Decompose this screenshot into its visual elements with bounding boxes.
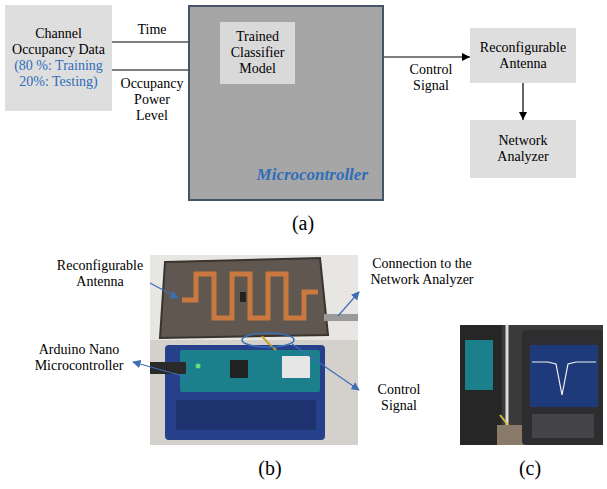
- label-holder: (c): [505, 457, 555, 480]
- node-text: Channel Occupancy Data: [10, 26, 107, 58]
- label-holder: (b): [245, 457, 295, 480]
- label-holder: (a): [278, 212, 328, 235]
- arduino-board: [465, 340, 493, 390]
- breadboard: [165, 345, 325, 440]
- analyzer-screen: [530, 345, 598, 407]
- copper-meander: [182, 274, 318, 318]
- panel-caption: (c): [505, 457, 555, 480]
- label-holder: Connection to the Network Analyzer: [363, 256, 481, 288]
- part-label: Reconfigurable Antenna: [52, 258, 148, 290]
- coax-connector: [324, 314, 358, 321]
- label-holder: Control Signal: [363, 382, 435, 414]
- switch-component: [240, 292, 246, 302]
- classifier-box: Trained Classifier Model: [220, 22, 295, 84]
- photo-background: [150, 255, 358, 445]
- node-text: (80 %: Training 20%: Testing): [10, 58, 107, 90]
- label-holder: Control Signal: [398, 62, 464, 94]
- node-text: Network Analyzer: [475, 133, 571, 165]
- data-box: Channel Occupancy Data(80 %: Training 20…: [5, 5, 112, 111]
- label-holder: Occupancy Power Level: [118, 76, 186, 124]
- photo-background: [460, 325, 603, 445]
- label-holder: Time: [122, 22, 182, 38]
- antenna-substrate: [160, 258, 328, 338]
- panel-caption: (b): [245, 457, 295, 480]
- part-label: Connection to the Network Analyzer: [363, 256, 481, 288]
- edge-label: Occupancy Power Level: [118, 76, 186, 124]
- power-led: [196, 364, 201, 369]
- leader-line: [150, 283, 178, 298]
- antenna-box: Reconfigurable Antenna: [470, 28, 576, 83]
- edge-label: Time: [122, 22, 182, 38]
- arduino-board: [180, 350, 320, 392]
- arduino-module: [282, 356, 310, 378]
- dark-backdrop: [460, 325, 502, 445]
- node-text: Microcontroller: [257, 165, 368, 185]
- panel-caption: (a): [278, 212, 328, 235]
- coax-cable: [506, 325, 509, 425]
- leader-line: [292, 344, 359, 390]
- arduino-chip: [230, 360, 248, 378]
- label-holder: Arduino Nano Microcontroller: [28, 342, 130, 374]
- control-wire: [262, 336, 276, 350]
- label-holder: Reconfigurable Antenna: [52, 258, 148, 290]
- leader-line: [133, 362, 190, 378]
- arrow-connector: [384, 56, 470, 57]
- node-text: Reconfigurable Antenna: [475, 40, 571, 72]
- node-text: Trained Classifier Model: [225, 29, 290, 77]
- edge-label: Control Signal: [398, 62, 464, 94]
- s11-trace: [532, 362, 596, 395]
- arrow-connector: [522, 83, 523, 120]
- signal-label: Control Signal: [363, 382, 435, 414]
- part-label: Arduino Nano Microcontroller: [28, 342, 130, 374]
- network-analyzer-body: [522, 330, 603, 445]
- analyzer-keys: [532, 414, 594, 438]
- table-surface: [150, 340, 358, 445]
- analyzer-box: Network Analyzer: [470, 120, 576, 178]
- microcontroller-box: Microcontroller Trained Classifier Model: [188, 5, 384, 201]
- breadboard-rows: [176, 400, 316, 430]
- leader-line: [338, 292, 359, 316]
- wire-highlight: [242, 333, 294, 347]
